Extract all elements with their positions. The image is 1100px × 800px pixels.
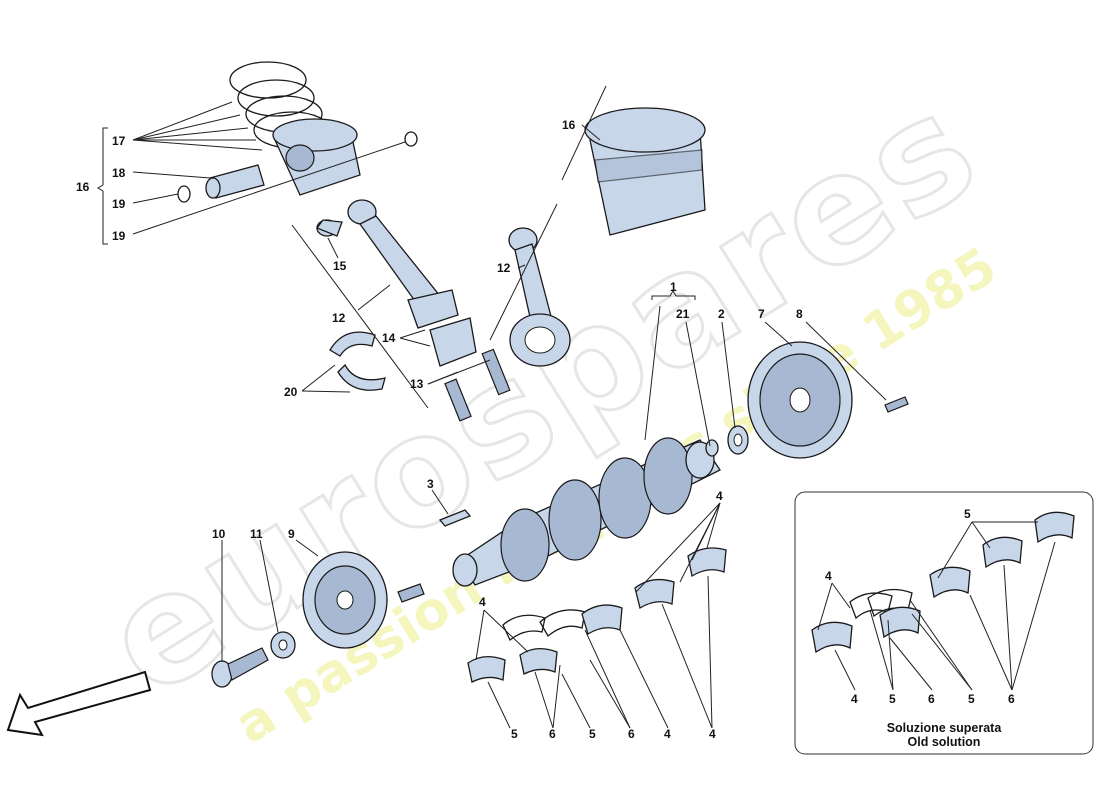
inset-caption-italian: Soluzione superata <box>887 721 1003 735</box>
callout-15: 15 <box>333 259 347 273</box>
callout-17: 17 <box>112 134 126 148</box>
callout-labels: 17 18 16 19 19 15 16 12 12 14 13 20 1 21… <box>76 118 1015 741</box>
callout-6: 6 <box>549 727 556 741</box>
crankshaft <box>452 437 721 587</box>
callout-16: 16 <box>76 180 90 194</box>
callout-6: 5 <box>968 692 975 706</box>
callout-21: 21 <box>676 307 690 321</box>
callout-2: 2 <box>718 307 725 321</box>
callout-9: 9 <box>288 527 295 541</box>
connecting-rod-assembled <box>508 227 571 367</box>
flywheel-bolt <box>884 396 909 413</box>
callout-4: 5 <box>964 507 971 521</box>
conrod-bearing-shells <box>329 331 386 391</box>
thrust-washer <box>438 509 472 527</box>
pilot-bearing <box>705 439 719 457</box>
callout-5: 5 <box>589 727 596 741</box>
small-end-bush <box>315 219 343 237</box>
callout-8: 8 <box>796 307 803 321</box>
callout-5: 4 <box>709 727 716 741</box>
callout-12: 12 <box>332 311 346 325</box>
callout-4: 4 <box>716 489 723 503</box>
callout-19: 19 <box>112 197 126 211</box>
circlip-right <box>404 131 418 147</box>
callout-5: 6 <box>928 692 935 706</box>
callout-11: 11 <box>250 527 263 541</box>
callout-19: 19 <box>112 229 126 243</box>
inset-caption-english: Old solution <box>908 735 981 749</box>
pulley-bolt <box>211 647 269 688</box>
old-solution-inset: Soluzione superata Old solution <box>794 491 1094 755</box>
callout-12: 12 <box>497 261 511 275</box>
piston-pin <box>205 164 265 199</box>
callout-5: 4 <box>851 692 858 706</box>
callout-5: 6 <box>1008 692 1015 706</box>
callout-4: 4 <box>479 595 486 609</box>
oil-seal <box>727 425 749 455</box>
washer <box>270 631 296 659</box>
direction-arrow-icon <box>6 670 152 737</box>
main-bearings <box>467 547 727 683</box>
callout-6: 5 <box>889 692 896 706</box>
callout-4: 4 <box>825 569 832 583</box>
callout-20: 20 <box>284 385 298 399</box>
callout-13: 13 <box>410 377 424 391</box>
crankshaft-pulley <box>302 551 425 649</box>
callout-6: 6 <box>628 727 635 741</box>
callout-16: 16 <box>562 118 576 132</box>
piston-small <box>272 118 361 196</box>
callout-3: 3 <box>427 477 434 491</box>
circlip-left <box>177 185 191 203</box>
flywheel <box>747 341 853 459</box>
callout-10: 10 <box>212 527 226 541</box>
callout-5: 5 <box>511 727 518 741</box>
callout-14: 14 <box>382 331 396 345</box>
callout-7: 7 <box>758 307 765 321</box>
callout-4: 4 <box>664 727 671 741</box>
callout-18: 18 <box>112 166 126 180</box>
leader-lines <box>97 85 887 729</box>
callout-1: 1 <box>670 280 677 294</box>
